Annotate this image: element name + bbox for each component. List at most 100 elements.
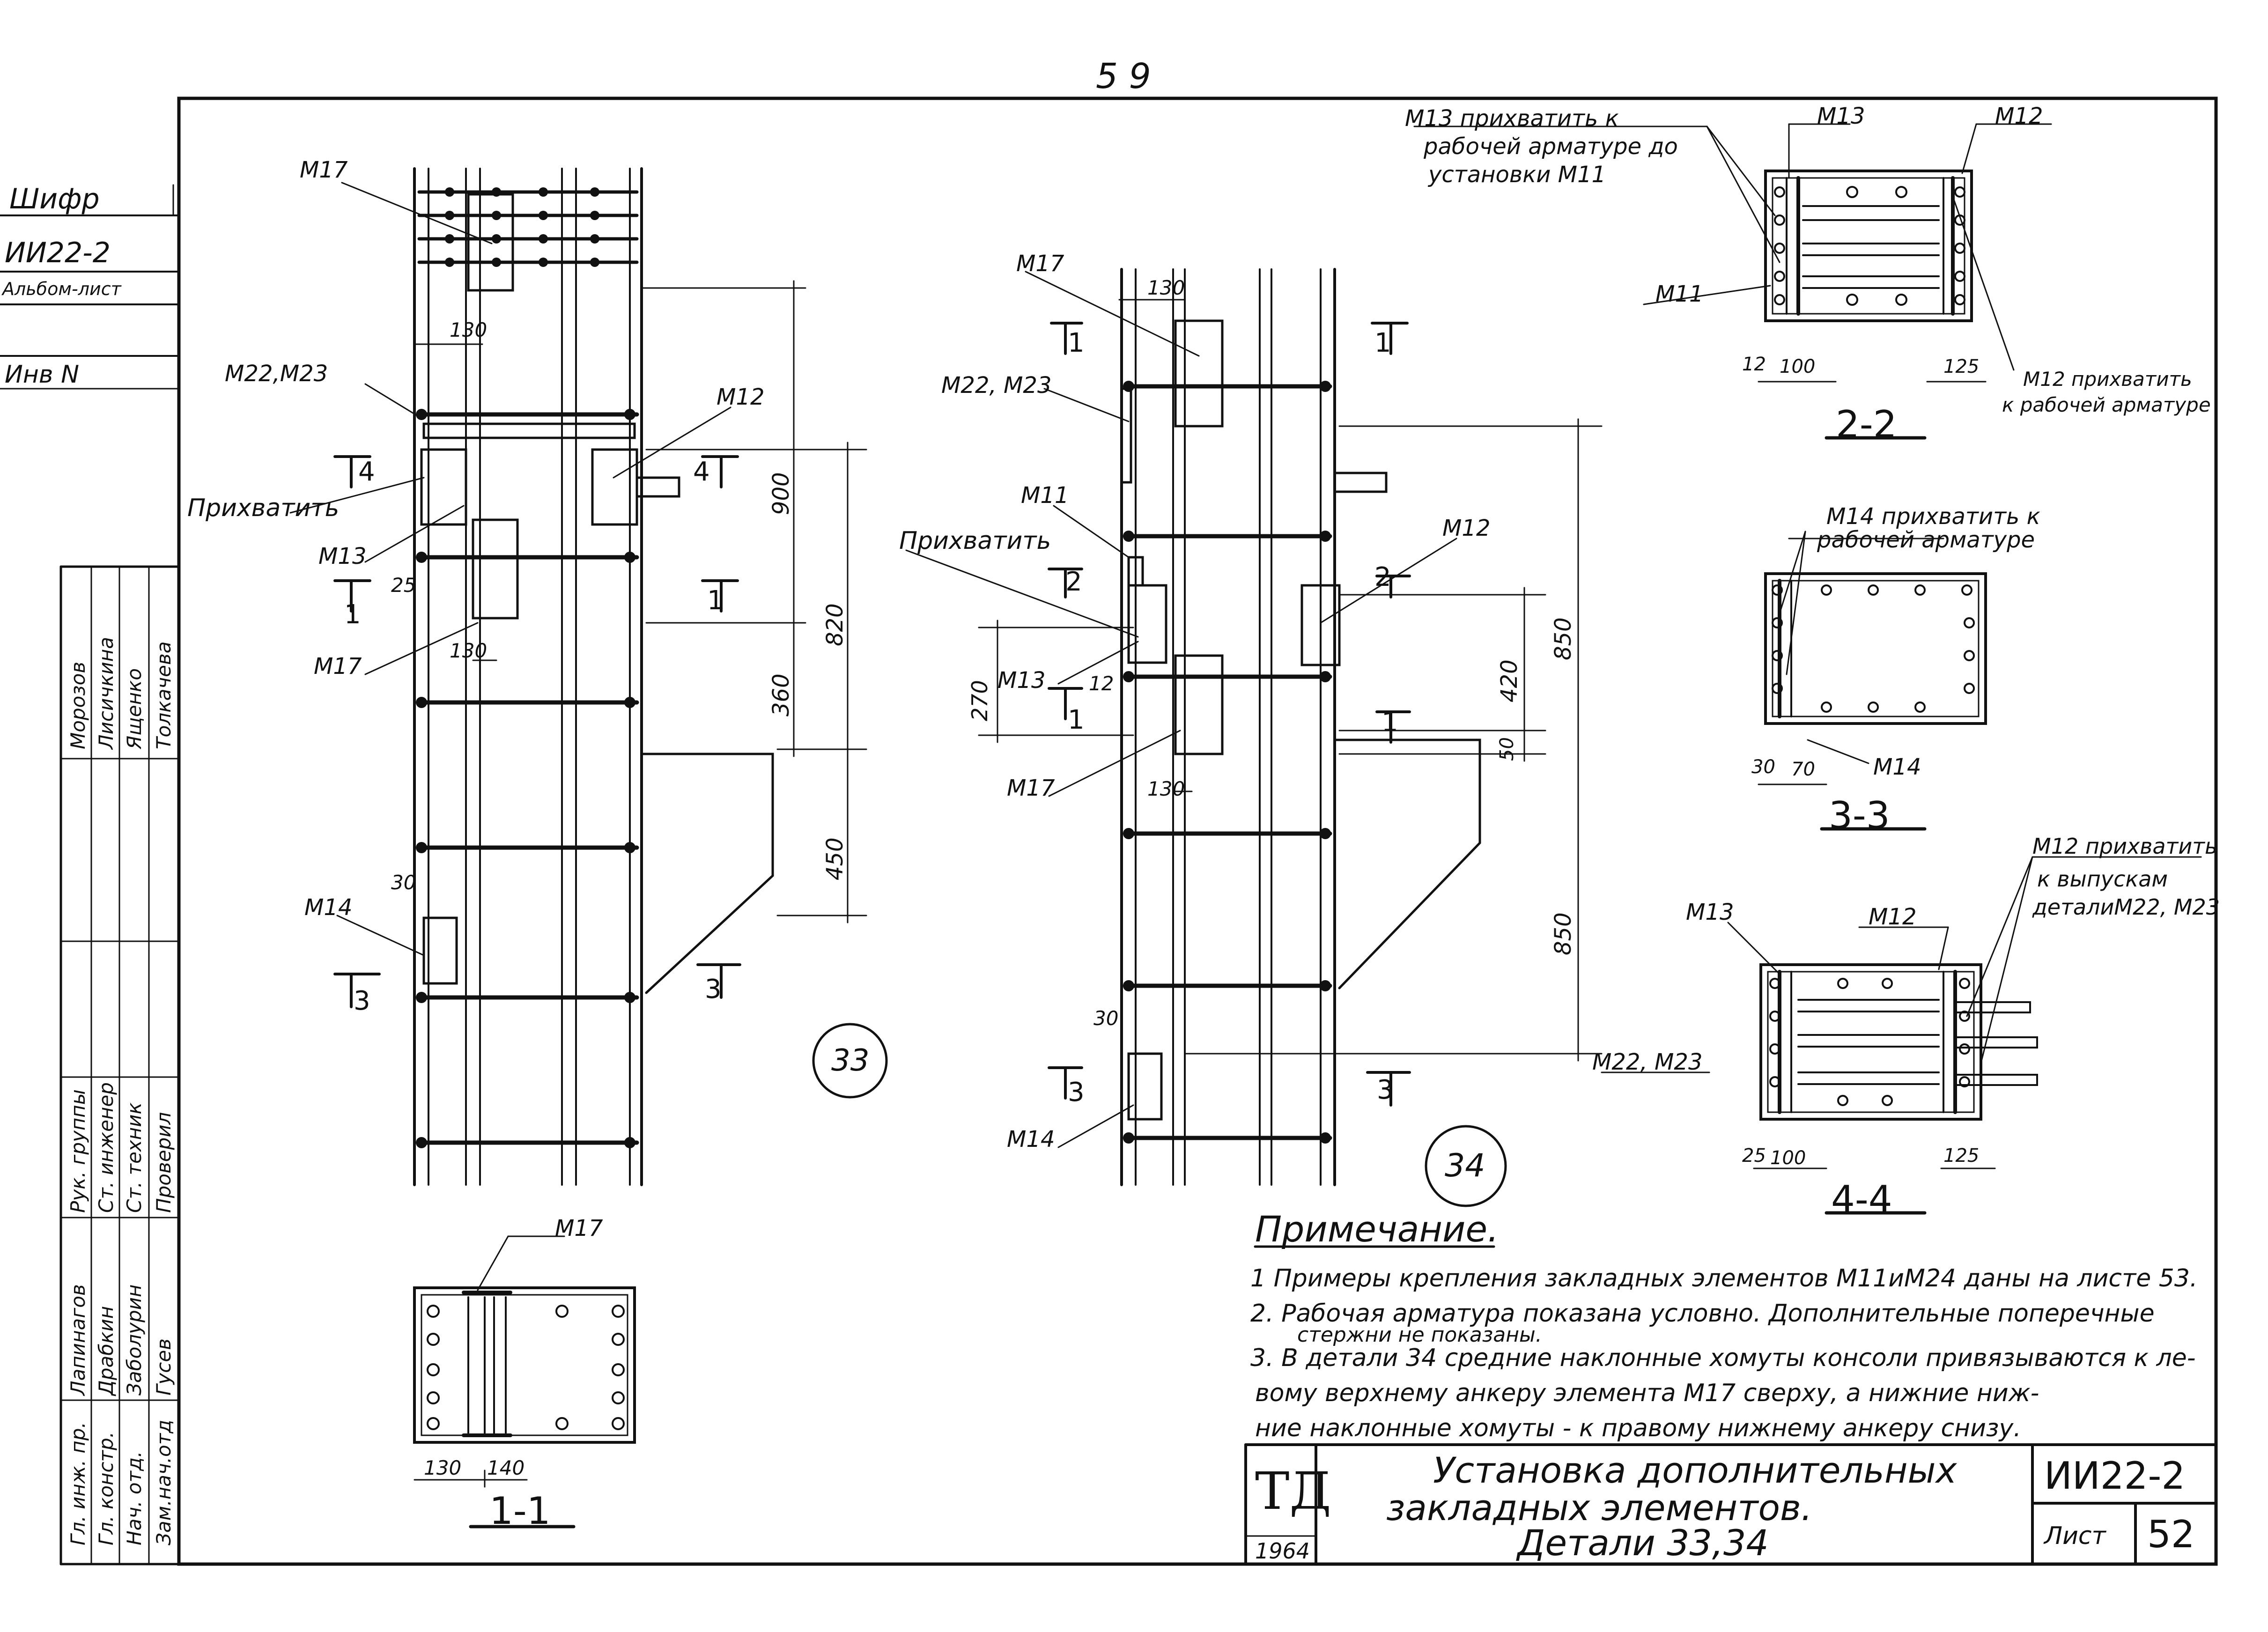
d34-m17-top: М17 [1016, 251, 1064, 277]
d33-m17-top: М17 [300, 157, 348, 183]
d33-dim-900: 900 [768, 472, 794, 515]
note-line-1: 1 Примеры крепления закладных элементов … [1250, 1264, 2198, 1292]
s44-dim-25: 25 [1742, 1145, 1766, 1167]
stamp-name-1: Лапинагов [66, 1284, 89, 1396]
d33-dim-25: 25 [391, 574, 416, 597]
s22-m12-note2: к рабочей арматуре [2002, 393, 2211, 416]
d34-m22-m23: М22, М23 [941, 372, 1052, 399]
stamp-role-8: Проверил [152, 1112, 175, 1213]
d34-m17-mid: М17 [1007, 775, 1055, 801]
stamp-code-value: ИИ22-2 [5, 236, 111, 269]
s11-m17: М17 [555, 1215, 603, 1241]
title-block-code: ИИ22-2 [2044, 1454, 2186, 1498]
s33-m14: М14 [1873, 754, 1921, 780]
d34-dim-130-mid: 130 [1147, 777, 1185, 800]
d34-m14: М14 [1007, 1126, 1055, 1152]
d34-sec-1-tl: 1 [1068, 328, 1085, 358]
section-1-1-title: 1-1 [489, 1489, 551, 1533]
d34-m13: М13 [997, 667, 1046, 694]
stamp-role-6: Ст. инженер [95, 1082, 118, 1213]
d34-sec-1-tr: 1 [1374, 328, 1391, 358]
d33-dim-130-mid: 130 [450, 639, 488, 662]
title-block-logo: ТД [1255, 1461, 1331, 1521]
s11-dim-140: 140 [487, 1456, 525, 1479]
stamp-roles: Гл. инж. пр. Гл. констр. Нач. отд. Зам.н… [61, 567, 179, 1564]
d33-sec-4-left: 4 [358, 457, 375, 487]
d34-sec-2-right: 2 [1374, 562, 1391, 592]
d34-dim-50: 50 [1496, 737, 1518, 761]
notes-heading: Примечание. [1255, 1208, 1499, 1250]
d34-dim-130-top: 130 [1147, 276, 1185, 299]
d33-dim-130-top: 130 [450, 318, 488, 341]
d33-sec-3-right: 3 [705, 974, 722, 1004]
s22-dim-100: 100 [1780, 356, 1816, 377]
d33-dim-360: 360 [768, 673, 794, 716]
s33-note2: рабочей арматуре [1817, 527, 2035, 553]
s44-note1: М12 прихватить [2032, 834, 2218, 859]
note-line-2a: 2. Рабочая арматура показана условно. До… [1250, 1300, 2155, 1328]
stamp-name-8: Толкачева [152, 641, 175, 749]
stamp-role-4: Зам.нач.отд [152, 1419, 175, 1545]
s44-note2: к выпускам [2037, 866, 2168, 892]
d34-sec-2-left: 2 [1065, 567, 1082, 597]
s22-m11: М11 [1655, 281, 1704, 307]
d34-dim-12: 12 [1089, 672, 1114, 695]
d34-sec-1-mr: 1 [1381, 707, 1398, 738]
d33-dim-820: 820 [822, 603, 848, 646]
s22-note-line1: М13 прихватить к [1405, 105, 1619, 132]
section-3-3-title: 3-3 [1829, 794, 1890, 837]
stamp-role-3: Нач. отд. [123, 1451, 146, 1545]
s44-dim-125: 125 [1943, 1145, 1980, 1167]
d33-m14: М14 [304, 894, 353, 921]
stamp-name-6: Лисичкина [95, 637, 118, 749]
section-4-4-title: 4-4 [1831, 1178, 1892, 1221]
s22-m12-note1: М12 прихватить [2023, 368, 2192, 391]
d33-sec-4-right: 4 [693, 457, 710, 487]
title-block-line1: Установка дополнительных [1433, 1449, 1957, 1491]
d34-m11: М11 [1021, 482, 1069, 509]
s22-note-line3: установки М11 [1428, 162, 1606, 188]
s44-m12: М12 [1869, 904, 1917, 930]
d34-sec-3-right: 3 [1377, 1075, 1394, 1105]
d33-sec-1-left: 1 [344, 599, 361, 630]
s33-dim-30: 30 [1751, 756, 1775, 778]
d34-m12: М12 [1442, 515, 1491, 541]
title-block-sheet-number: 52 [2147, 1513, 2195, 1556]
s22-note-line2: рабочей арматуре до [1424, 133, 1678, 160]
detail-34-number: 34 [1445, 1147, 1485, 1184]
d34-dim-30: 30 [1093, 1007, 1119, 1030]
s44-dim-100: 100 [1770, 1147, 1806, 1169]
s33-note1: М14 прихватить к [1826, 503, 2040, 530]
stamp-inv-label: Инв N [5, 361, 79, 389]
title-block-line3: Детали 33,34 [1517, 1522, 1769, 1564]
d33-prihvatit: Прихватить [187, 494, 340, 522]
stamp-name-4: Гусев [152, 1338, 175, 1396]
d34-prihvatit: Прихватить [899, 527, 1051, 555]
stamp-role-1: Гл. инж. пр. [66, 1422, 89, 1545]
d34-sec-3-left: 3 [1068, 1077, 1085, 1108]
s22-dim-125: 125 [1943, 356, 1980, 377]
title-block-sheet-label: Лист [2044, 1522, 2106, 1550]
stamp-role-2: Гл. констр. [95, 1431, 118, 1545]
d33-dim-450: 450 [822, 837, 848, 880]
s44-note3: деталиМ22, М23 [2032, 894, 2220, 920]
s22-dim-12: 12 [1742, 354, 1766, 375]
s33-dim-70: 70 [1791, 759, 1815, 780]
stamp-name-2: Драбкин [95, 1306, 118, 1396]
d34-dim-420: 420 [1496, 659, 1522, 702]
d33-m17-mid: М17 [314, 653, 362, 679]
stamp-name-7: Ященко [123, 668, 146, 749]
detail-33-number: 33 [831, 1043, 870, 1078]
note-line-2b: стержни не показаны. [1297, 1323, 1542, 1347]
note-line-3c: ние наклонные хомуты - к правому нижнему… [1255, 1414, 2021, 1442]
d33-m22-m23: М22,М23 [225, 361, 328, 387]
title-block-year: 1964 [1255, 1538, 1310, 1564]
d34-sec-1-ml: 1 [1068, 705, 1085, 735]
title-block-line2: закладных элементов. [1386, 1487, 1812, 1529]
section-2-2-title: 2-2 [1836, 403, 1897, 446]
d34-dim-850-bot: 850 [1550, 912, 1576, 955]
d34-m22-m23-bot: М22, М23 [1592, 1049, 1703, 1075]
stamp-role-7: Ст. техник [123, 1102, 146, 1213]
d33-sec-3-left: 3 [354, 986, 370, 1016]
